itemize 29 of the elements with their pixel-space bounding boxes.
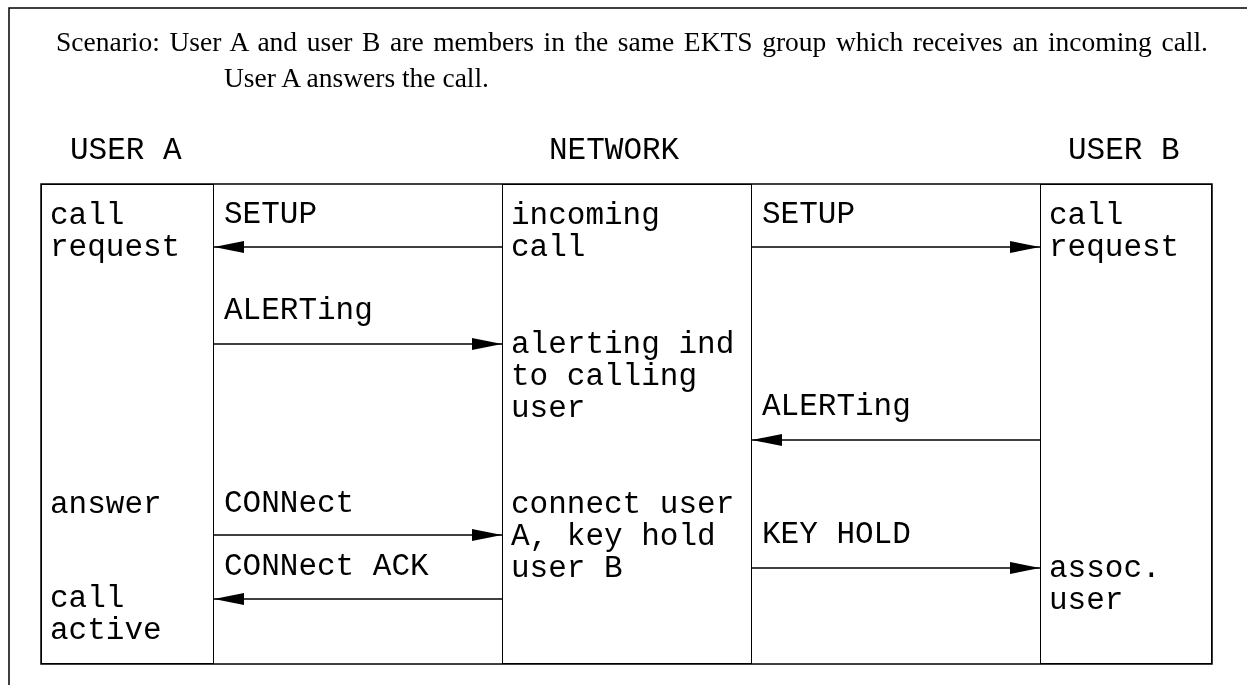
message-label: CONNect — [224, 488, 355, 520]
state-text: answer — [50, 489, 163, 521]
message-label: CONNect ACK — [224, 551, 429, 583]
message-label: ALERTing — [762, 391, 911, 423]
lane-heading: NETWORK — [549, 135, 680, 167]
message-arrow — [213, 529, 503, 541]
message-arrow — [213, 241, 503, 253]
state-text: call active — [50, 583, 163, 647]
message-arrow — [213, 338, 503, 350]
lane-heading: USER A — [70, 135, 182, 167]
lane-column — [41, 184, 214, 664]
lane-column — [1040, 184, 1212, 664]
message-arrow — [751, 241, 1041, 253]
scenario-text: Scenario: User A and user B are members in the same EKTS group which receives an incoming call. User A answers the call. — [56, 25, 1208, 95]
lane-column — [502, 184, 752, 664]
state-text: incoming call — [511, 200, 661, 264]
lane-heading: USER B — [1068, 135, 1180, 167]
state-text: connect user A, key hold user B — [511, 489, 736, 585]
message-label: KEY HOLD — [762, 519, 911, 551]
state-text: call request — [1049, 200, 1181, 264]
message-label: SETUP — [762, 199, 855, 231]
message-arrow — [751, 562, 1041, 574]
state-text: call request — [50, 200, 182, 264]
state-text: assoc. user — [1049, 553, 1162, 617]
message-arrow — [751, 434, 1041, 446]
state-text: alerting ind to calling user — [511, 329, 736, 425]
message-arrow — [213, 593, 503, 605]
message-label: ALERTing — [224, 295, 373, 327]
message-label: SETUP — [224, 199, 317, 231]
